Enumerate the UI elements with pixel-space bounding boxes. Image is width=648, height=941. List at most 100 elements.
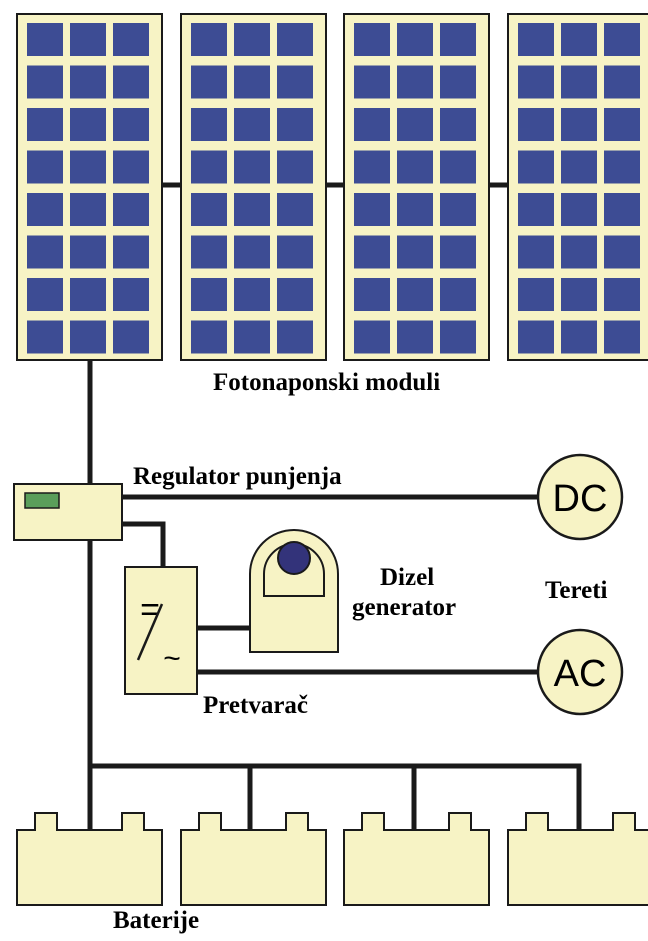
pv-cell	[70, 108, 106, 141]
pv-cell	[113, 150, 149, 184]
pv-cell	[440, 235, 476, 269]
pv-cell	[397, 320, 433, 354]
pv-cell	[27, 320, 63, 354]
inverter: = ~	[124, 566, 198, 695]
dc-load-label: DC	[553, 478, 608, 520]
ac-load-label: AC	[554, 653, 607, 695]
pv-cell	[27, 235, 63, 269]
diesel-label-line1: Dizel	[380, 564, 434, 591]
pv-cell	[518, 320, 554, 354]
ac-load-circle	[536, 628, 624, 716]
pv-cell	[113, 65, 149, 99]
pv-cell	[604, 65, 640, 99]
controller-inverter-wire	[119, 521, 166, 570]
pv-cell	[277, 193, 313, 226]
pv-cell	[277, 23, 313, 56]
charge-controller-led	[24, 492, 60, 509]
pv-cell	[234, 150, 270, 184]
generator-port	[277, 541, 311, 575]
pv-cell	[518, 65, 554, 99]
pv-cell	[604, 150, 640, 184]
pv-cell	[604, 320, 640, 354]
pv-cell	[70, 65, 106, 99]
pv-cell	[440, 65, 476, 99]
pv-cell	[234, 108, 270, 141]
pv-cell	[561, 23, 597, 56]
pv-cell	[561, 108, 597, 141]
pv-cell	[70, 235, 106, 269]
pv-cell	[397, 108, 433, 141]
pv-cell	[354, 320, 390, 354]
pv-cell	[604, 108, 640, 141]
pv-cell	[277, 278, 313, 311]
pv-cell	[234, 23, 270, 56]
pv-cell	[27, 108, 63, 141]
pv-cell	[354, 23, 390, 56]
pv-cell	[561, 320, 597, 354]
pv-cell	[561, 150, 597, 184]
pv-cell	[604, 235, 640, 269]
pv-cell	[113, 193, 149, 226]
pv-cell	[440, 320, 476, 354]
pv-cell	[397, 23, 433, 56]
battery-bank	[16, 812, 648, 906]
pv-cell	[440, 278, 476, 311]
ac-load: AC	[536, 628, 624, 716]
pv-cell	[440, 193, 476, 226]
pv-cell	[518, 23, 554, 56]
pv-cell	[397, 193, 433, 226]
pv-cell	[354, 193, 390, 226]
batteries-label: Baterije	[113, 907, 199, 934]
pv-cell	[27, 278, 63, 311]
diesel-generator	[249, 529, 339, 653]
pv-cell	[191, 150, 227, 184]
pv-module	[343, 13, 490, 361]
battery	[16, 812, 163, 906]
pv-cell	[113, 278, 149, 311]
dc-load-circle	[536, 453, 624, 541]
pv-cell	[518, 150, 554, 184]
pv-cell	[191, 278, 227, 311]
pv-cell	[277, 108, 313, 141]
pv-cell	[191, 108, 227, 141]
pv-cell	[277, 150, 313, 184]
battery	[507, 812, 648, 906]
pv-cell	[70, 23, 106, 56]
pv-cell	[234, 320, 270, 354]
inverter-label: Pretvarač	[203, 692, 308, 719]
pv-cell	[604, 23, 640, 56]
pv-cell	[234, 193, 270, 226]
pv-cell	[397, 150, 433, 184]
charge-controller	[13, 483, 123, 541]
pv-cell	[113, 23, 149, 56]
pv-cell	[27, 193, 63, 226]
pv-cell	[440, 23, 476, 56]
pv-cell	[234, 278, 270, 311]
pv-cell	[440, 108, 476, 141]
pv-cell	[518, 235, 554, 269]
pv-cell	[27, 23, 63, 56]
diesel-label-line2: generator	[352, 594, 456, 621]
pv-cell	[561, 235, 597, 269]
pv-cell	[518, 108, 554, 141]
pv-cell	[113, 320, 149, 354]
pv-cell	[354, 65, 390, 99]
pv-module	[16, 13, 163, 361]
pv-cell	[354, 278, 390, 311]
pv-module	[180, 13, 327, 361]
pv-cell	[518, 193, 554, 226]
pv-cell	[113, 108, 149, 141]
pv-cell	[561, 278, 597, 311]
inverter-dc-symbol: =	[140, 591, 160, 629]
battery	[180, 812, 327, 906]
pv-cell	[604, 278, 640, 311]
pv-cell	[234, 235, 270, 269]
pv-cell	[354, 108, 390, 141]
pv-cell	[354, 235, 390, 269]
wiring	[87, 182, 582, 833]
pv-cell	[354, 150, 390, 184]
pv-cell	[27, 65, 63, 99]
pv-cell	[191, 23, 227, 56]
pv-modules-label: Fotonaponski moduli	[213, 369, 440, 396]
